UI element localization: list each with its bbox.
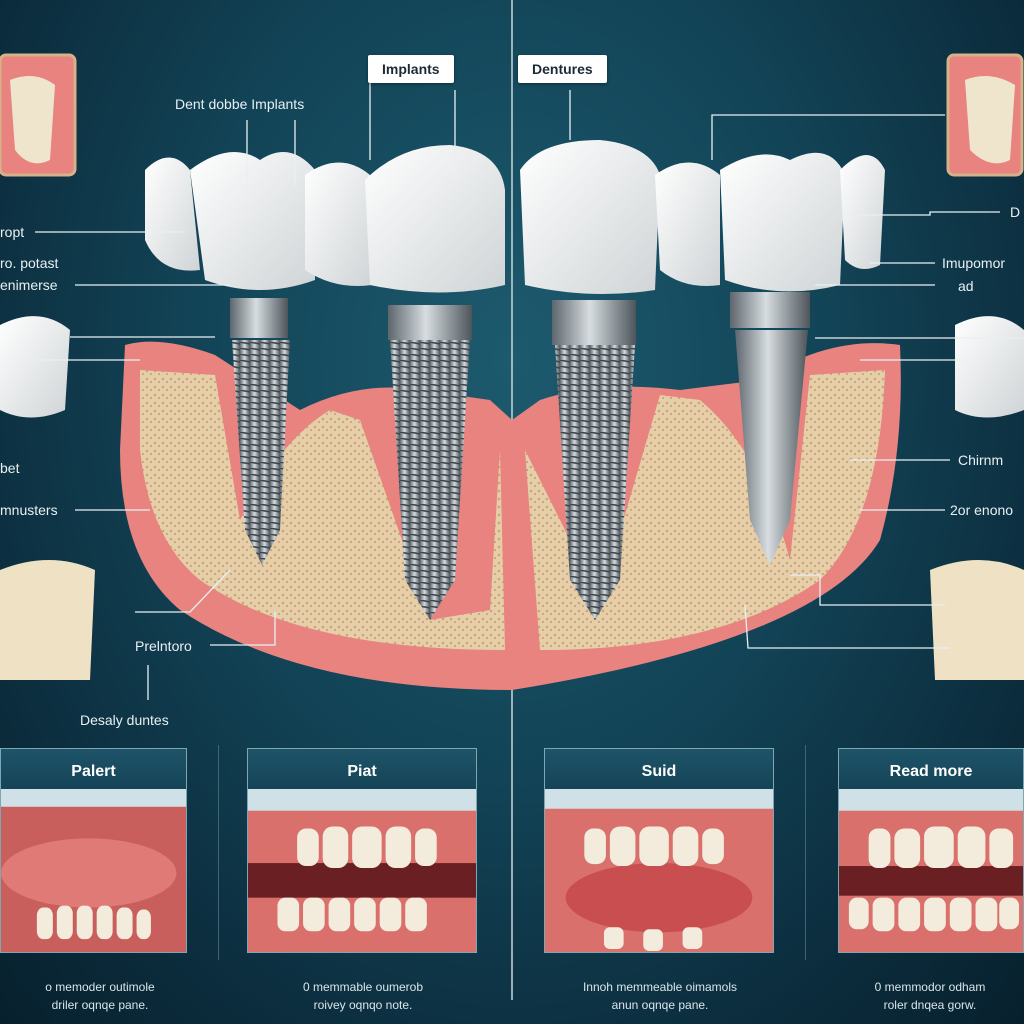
teeth-image — [248, 789, 476, 952]
label-left: bet — [0, 460, 20, 476]
abutment-center-right — [552, 300, 636, 345]
abutment-center-left — [388, 305, 472, 340]
caption-3: Innoh memmeable oimamols anun oqnqe pane. — [540, 978, 780, 1014]
molar-right — [955, 316, 1024, 418]
tooth-crown — [190, 152, 315, 290]
panel-divider — [218, 745, 219, 960]
molar-left — [0, 316, 70, 418]
label-right: Imupomor — [942, 255, 1006, 271]
implant-screw-center-left — [390, 340, 470, 620]
implant-screw-left — [232, 340, 290, 565]
panel-1[interactable]: Palert — [0, 748, 187, 953]
tooth-crown — [655, 162, 720, 286]
caption-line: 0 memmable oumerob — [302, 980, 424, 994]
tooth-crown — [720, 152, 845, 292]
label-dent-implants: Dent dobbe Implants — [175, 96, 305, 112]
leader-lines — [25, 80, 1024, 700]
label-left: ropt — [0, 224, 25, 240]
tooth-crown — [840, 155, 885, 269]
panel-divider — [805, 745, 806, 960]
label-left: Prelntoro — [135, 638, 192, 654]
caption-line: Innoh memmeable oimamols — [582, 980, 738, 994]
teeth-image — [839, 789, 1023, 952]
label-right: D — [1010, 204, 1021, 220]
abutment-right — [730, 292, 810, 328]
teeth-image — [1, 789, 186, 952]
caption-line: anun oqnqe pane. — [611, 998, 709, 1012]
tooth-crown — [305, 162, 372, 286]
implant-screw-center-right — [555, 345, 635, 620]
panel-3[interactable]: Suid — [544, 748, 774, 953]
read-more-button[interactable]: Read more — [839, 749, 1023, 789]
tooth-crown — [145, 157, 200, 271]
caption-line: roivey oqnqo note. — [313, 998, 413, 1012]
caption-line: roler dnqea gorw. — [883, 998, 977, 1012]
label-right: 2or enono — [950, 502, 1014, 518]
abutment-left — [230, 298, 288, 338]
label-right: Chirnm — [958, 452, 1004, 468]
caption-1: o memoder outimole driler oqnqe pane. — [0, 978, 200, 1014]
label-left: enimerse — [0, 277, 58, 293]
panel-title: Piat — [248, 749, 476, 789]
tab-dentures[interactable]: Dentures — [518, 55, 607, 83]
panel-2[interactable]: Piat — [247, 748, 477, 953]
tooth-left-cross — [0, 560, 95, 680]
panel-title: Palert — [1, 749, 186, 789]
panel-4[interactable]: Read more — [838, 748, 1024, 953]
caption-4: 0 memmodor odham roler dnqea gorw. — [836, 978, 1024, 1014]
panel-title: Suid — [545, 749, 773, 789]
label-left: mnusters — [0, 502, 58, 518]
tooth-crown — [520, 140, 660, 294]
teeth-image — [545, 789, 773, 952]
tooth-crown — [365, 145, 505, 293]
caption-2: 0 memmable oumerob roivey oqnqo note. — [245, 978, 481, 1014]
implant-post-right — [735, 330, 808, 565]
caption-line: o memoder outimole — [45, 980, 155, 994]
label-left: Desaly duntes — [80, 712, 169, 728]
caption-line: driler oqnqe pane. — [51, 998, 149, 1012]
tab-implants[interactable]: Implants — [368, 55, 454, 83]
label-left: ro. potast — [0, 255, 59, 271]
label-right: ad — [958, 278, 974, 294]
caption-line: 0 memmodor odham — [874, 980, 986, 994]
tooth-right-cross — [930, 560, 1024, 680]
